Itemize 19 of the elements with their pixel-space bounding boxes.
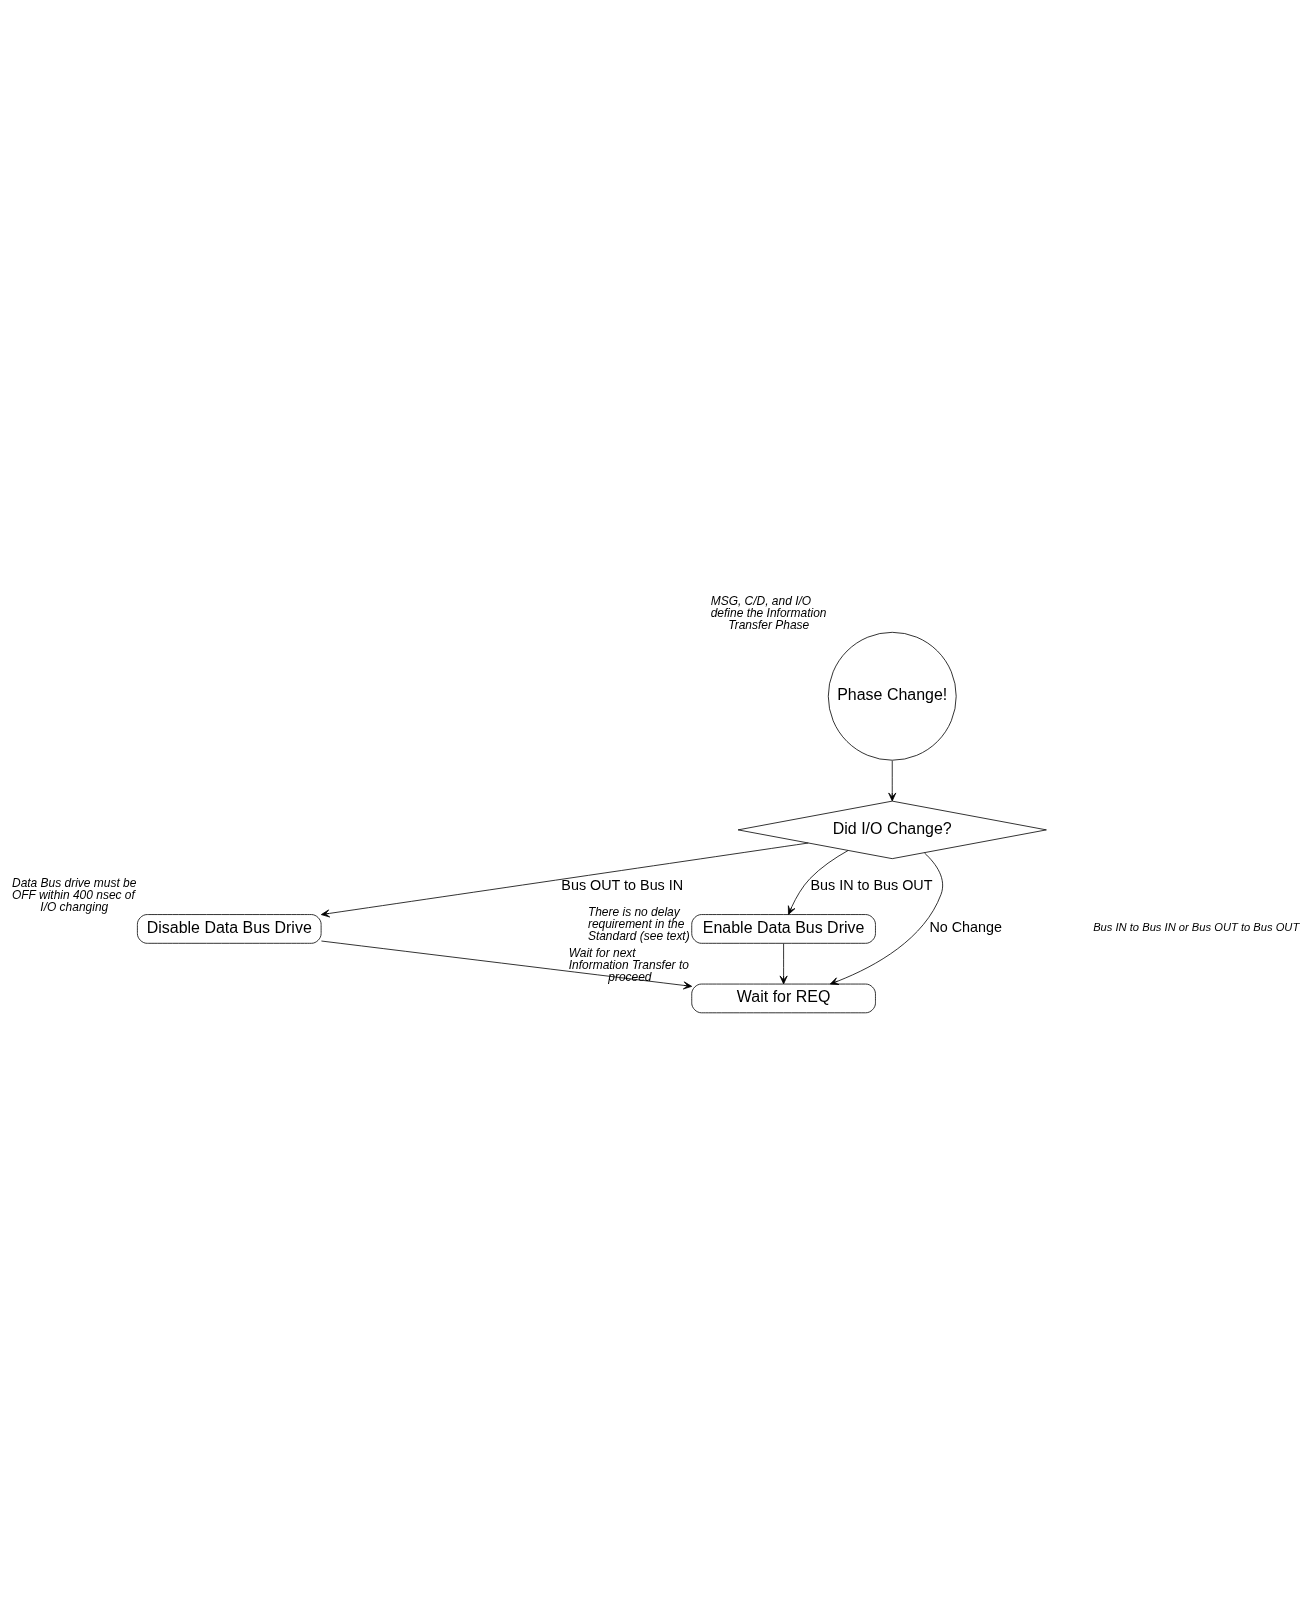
arrow [320,842,809,918]
node-diamond: Did I/O Change? [737,800,1047,860]
edge-label: No Change [929,919,1003,936]
node-label: MSG, C/D, and I/O define the Information Transfer Phase [710,593,827,632]
arrow [787,850,849,915]
arrow [829,852,943,985]
arrow [321,940,693,990]
node-label: Data Bus drive must be OFF within 400 nsec of I/O changing [11,876,137,915]
node-circle: Phase Change! [827,631,957,761]
node-label: There is no delay requirement in the Standard (see text) [587,905,690,944]
arrow [888,760,897,802]
label: Bus IN to Bus IN or Bus OUT to Bus OUT [1093,921,1300,934]
edge-label: Bus OUT to Bus IN [561,877,684,894]
edge-label: Bus IN to Bus OUT [810,877,933,894]
arrow [779,943,788,985]
node-label: Wait for next Information Transfer to proceed [568,945,689,984]
node-box: Wait for REQ [691,983,876,1014]
node-box: Disable Data Bus Drive [137,914,322,944]
node-box: Enable Data Bus Drive [691,914,876,944]
